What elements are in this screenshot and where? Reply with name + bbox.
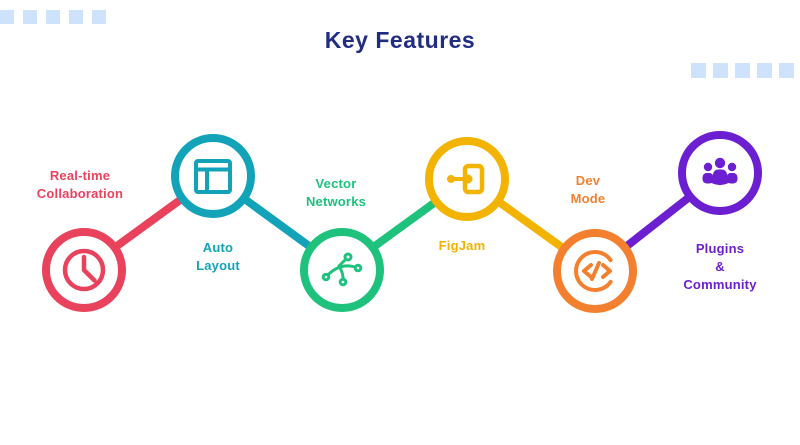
label-line: Real-time [49,168,111,183]
feature-label-plugins-community: Plugins & Community [650,240,790,294]
decor-square [92,10,106,24]
vector-network-icon [321,252,363,287]
feature-node-figjam [425,137,509,221]
decor-square [735,63,750,78]
decor-square [69,10,83,24]
feature-node-dev-mode [553,229,637,313]
label-line: Auto [202,240,234,255]
feature-node-vector-networks [300,228,384,312]
decor-square [713,63,728,78]
decor-square [46,10,60,24]
node-ring [171,134,255,218]
feature-node-auto-layout [171,134,255,218]
community-icon [702,157,738,185]
label-line: Vector [315,176,357,191]
feature-label-auto-layout: Auto Layout [148,239,288,275]
label-line: Community [683,277,757,292]
layout-icon [194,159,232,194]
feature-label-dev-mode: Dev Mode [518,172,658,208]
decor-squares-top-left [0,10,106,24]
code-icon [574,250,613,292]
label-line: Plugins [695,241,745,256]
decor-square [779,63,794,78]
decor-square [757,63,772,78]
decor-squares-right [691,63,794,78]
feature-label-real-time-collaboration: Real-time Collaboration [10,167,150,203]
label-line: Networks [305,194,367,209]
feature-label-figjam: FigJam [392,237,532,255]
label-line: FigJam [438,238,486,253]
page-title: Key Features [324,27,476,53]
feature-node-real-time-collaboration [42,228,126,312]
label-line: Dev [575,173,601,188]
feature-label-vector-networks: Vector Networks [266,175,406,211]
label-line: & [715,259,725,274]
decor-square [0,10,14,24]
feature-node-plugins-community [678,131,762,215]
clock-icon [62,248,106,292]
label-line: Mode [570,191,606,206]
label-line: Collaboration [36,186,124,201]
label-line: Layout [196,258,240,273]
decor-square [23,10,37,24]
connector-pen-icon [447,163,485,195]
decor-square [691,63,706,78]
